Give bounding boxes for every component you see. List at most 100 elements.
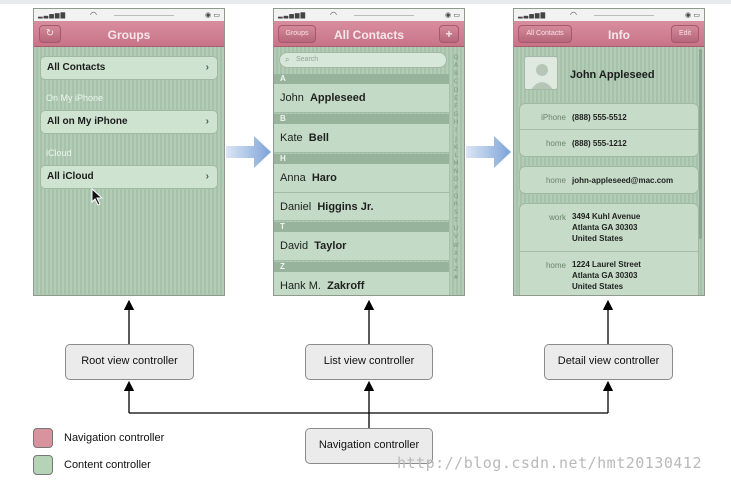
navigation-controller-box: Navigation controller [305,428,433,464]
refresh-icon[interactable]: ↻ [39,25,61,43]
legend-label-content: Content controller [64,459,151,471]
signal-icon: ▂▃▅▆▇ [38,12,67,19]
legend-swatch-navigation [33,428,53,448]
index-letter[interactable]: H [453,119,459,127]
section-letter: A [274,74,449,84]
index-letter[interactable]: L [454,151,458,159]
battery-icon: ◉ ▭ [205,11,220,19]
index-letter[interactable]: K [454,143,458,151]
address-label: home [545,261,566,270]
search-field[interactable]: ⌕ Search [279,52,447,68]
address-value: 1224 Laurel Street Atlanta GA 30303 Unit… [572,259,641,292]
contact-last-name: Bell [308,132,329,144]
contact-row[interactable]: Hank M. Zakroff [274,272,449,295]
address-line: United States [572,234,624,243]
avatar [524,56,558,90]
contact-first-name: Anna [280,172,306,184]
search-placeholder: Search [296,56,319,63]
back-button-groups[interactable]: Groups [278,25,316,43]
wifi-icon: ◠ [90,10,97,19]
index-letter[interactable]: Y [454,257,458,265]
root-view-controller-box: Root view controller [65,344,194,380]
contact-first-name: Daniel [280,201,312,213]
person-silhouette-icon [531,64,553,89]
address-line: United States [572,282,624,291]
group-all-contacts[interactable]: All Contacts › [40,56,218,80]
watermark-text: http://blog.csdn.net/hmt20130412 [397,454,702,472]
index-letter[interactable]: J [455,135,457,143]
email-group: home john-appleseed@mac.com [519,166,699,194]
index-letter[interactable]: G [453,111,459,119]
group-all-icloud[interactable]: All iCloud › [40,165,218,189]
address-line: Atlanta GA 30303 [572,271,638,280]
contact-first-name: John [280,92,304,104]
contact-row[interactable]: Kate Bell [274,124,449,153]
address-value: 3494 Kuhl Avenue Atlanta GA 30303 United… [572,211,640,244]
index-letter[interactable]: O [453,176,459,184]
index-letter[interactable]: V [453,233,459,241]
index-letter[interactable]: A [453,62,459,70]
battery-icon: ◉ ▭ [685,11,700,19]
contacts-title: All Contacts [333,28,404,42]
index-letter[interactable]: S [454,208,458,216]
signal-icon: ▂▃▅▆▇ [278,12,307,19]
email-label: home [545,176,566,185]
index-letter[interactable]: M [453,160,459,168]
index-letter[interactable]: # [453,274,459,282]
section-letter: B [274,114,449,124]
chevron-right-icon: › [205,171,209,182]
index-letter[interactable]: W [453,241,459,249]
email-row[interactable]: home john-appleseed@mac.com [520,167,698,193]
contact-row[interactable]: John Appleseed [274,84,449,113]
contact-first-name: Hank M. [280,280,321,292]
status-line [594,15,654,16]
index-letter[interactable]: Q [453,54,459,61]
info-title: Info [608,28,630,42]
index-letter[interactable]: F [454,102,458,110]
index-letter[interactable]: Z [453,266,459,274]
group-label: All iCloud [47,171,94,182]
list-view-controller-box: List view controller [305,344,433,380]
contact-last-name: Taylor [314,240,347,252]
contact-row[interactable]: David Taylor [274,232,449,261]
groups-nav-bar: ↻ Groups [34,21,224,47]
group-all-on-my-iphone[interactable]: All on My iPhone › [40,110,218,134]
index-letter[interactable]: T [454,217,458,225]
contact-last-name: Higgins Jr. [317,201,374,213]
contact-last-name: Zakroff [327,280,365,292]
index-letter[interactable]: E [454,94,458,102]
legend-label-navigation: Navigation controller [64,432,165,444]
edit-button[interactable]: Edit [671,25,699,43]
index-letter[interactable]: R [453,200,459,208]
address-label: work [549,213,566,222]
back-button-all-contacts[interactable]: All Contacts [518,25,572,43]
phone-row[interactable]: home (888) 555-1212 [520,130,698,156]
search-icon: ⌕ [285,55,290,64]
phone-row[interactable]: iPhone (888) 555-5512 [520,104,698,130]
index-letter[interactable]: Q [453,192,459,200]
address-row[interactable]: work 3494 Kuhl Avenue Atlanta GA 30303 U… [520,204,698,252]
index-letter[interactable]: I [455,127,457,135]
status-line [354,15,414,16]
address-line: Atlanta GA 30303 [572,223,638,232]
index-letter[interactable]: P [454,184,458,192]
index-letter[interactable]: B [453,70,459,78]
contact-name: John Appleseed [570,69,655,81]
section-header-icloud: iCloud [46,148,72,158]
group-label: All Contacts [47,62,106,73]
address-row[interactable]: home 1224 Laurel Street Atlanta GA 30303… [520,252,698,295]
groups-title: Groups [107,28,151,42]
index-letter[interactable]: U [453,225,459,233]
address-line: 1224 Laurel Street [572,260,641,269]
index-letter[interactable]: X [453,249,459,257]
index-letter[interactable]: C [453,78,459,86]
contact-row[interactable]: Anna Haro [274,164,449,193]
contact-row[interactable]: Daniel Higgins Jr. [274,193,449,221]
index-letter[interactable]: N [453,168,459,176]
add-contact-button[interactable]: + [439,25,459,43]
index-letter[interactable]: D [453,86,459,94]
info-screen: ▂▃▅▆▇ ◠ ◉ ▭ All Contacts Info Edit John … [513,8,705,296]
contact-last-name: Appleseed [309,92,366,104]
